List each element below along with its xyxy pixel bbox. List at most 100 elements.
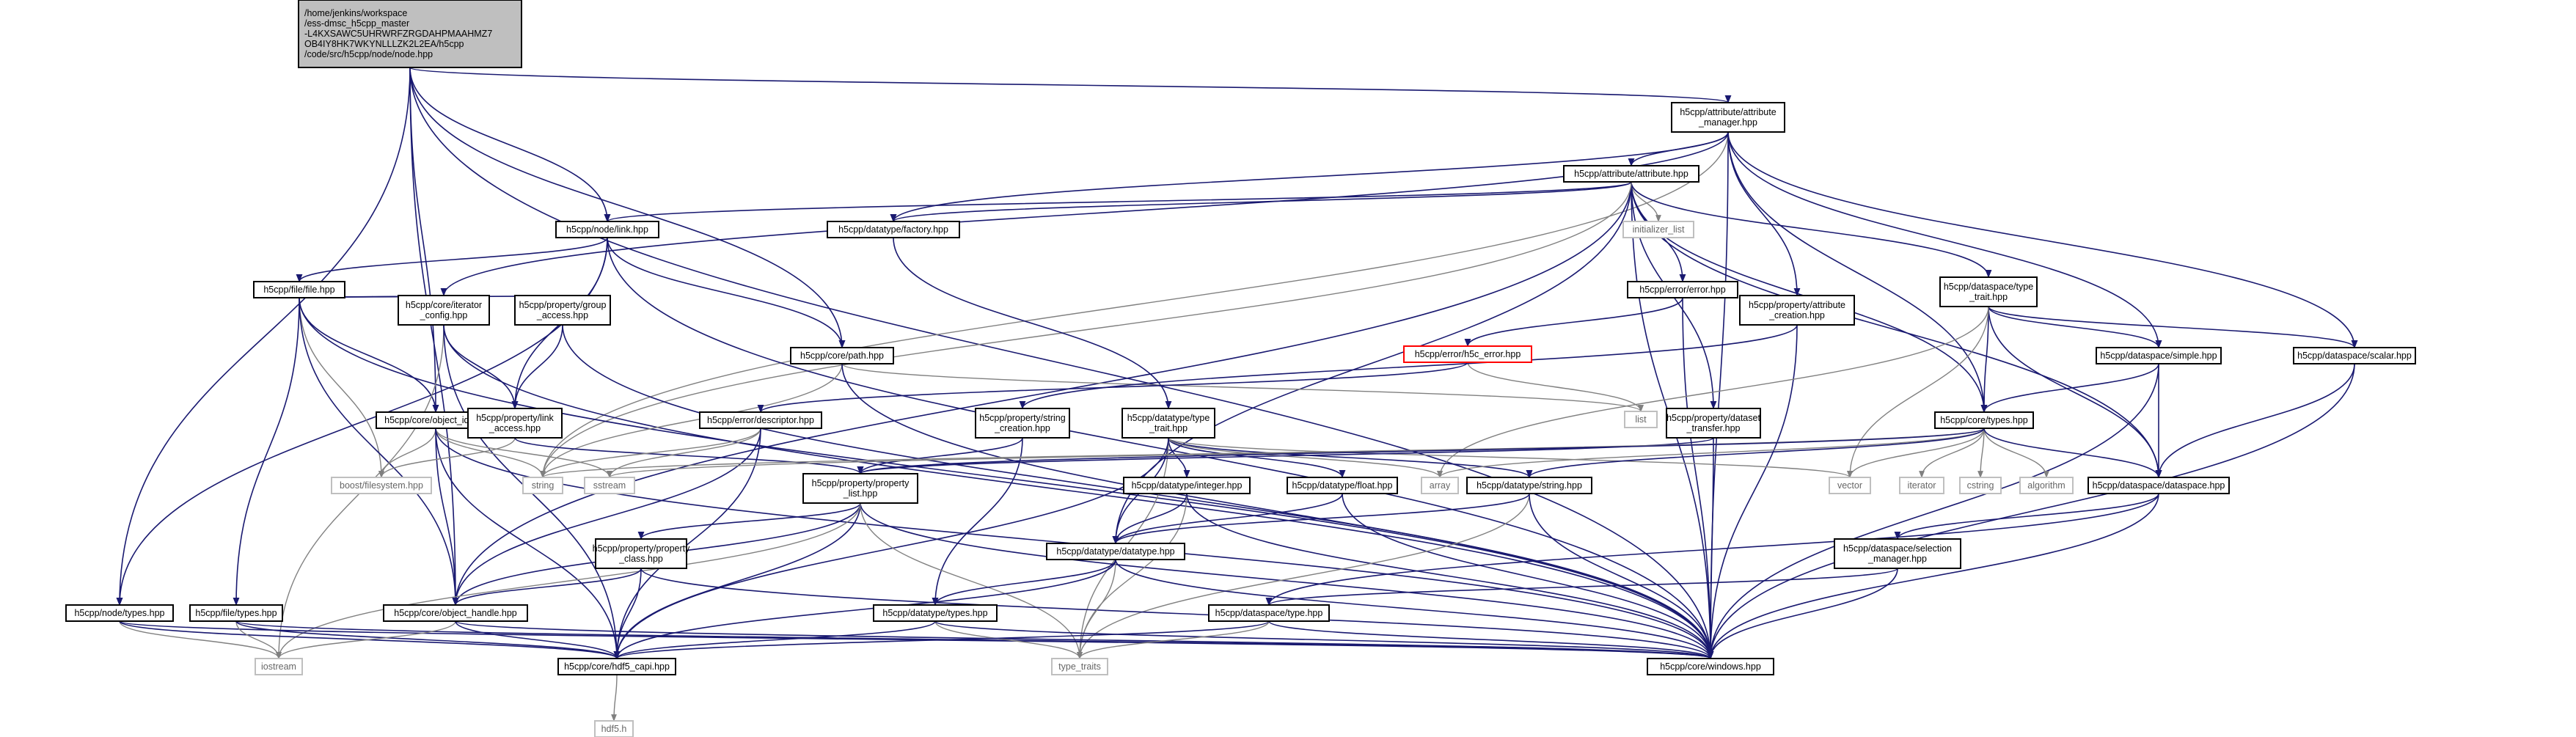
node-label: array <box>1430 480 1451 491</box>
edge-core_types-to-array <box>1437 428 1985 478</box>
node-label: _transfer.hpp <box>1686 423 1741 433</box>
node-array[interactable]: array <box>1421 477 1459 494</box>
node-file[interactable]: h5cpp/file/file.hpp <box>253 281 345 298</box>
node-node-types[interactable]: h5cpp/node/types.hpp <box>65 604 174 622</box>
node-attr-mgr[interactable]: h5cpp/attribute/attribute_manager.hpp <box>1671 102 1785 133</box>
node-descriptor[interactable]: h5cpp/error/descriptor.hpp <box>699 411 822 429</box>
edge-ds_type-to-type_traits <box>1077 620 1270 659</box>
node-hdf5-h[interactable]: hdf5.h <box>594 720 634 737</box>
node-label: h5cpp/file/types.hpp <box>195 608 277 618</box>
node-error[interactable]: h5cpp/error/error.hpp <box>1627 281 1738 298</box>
node-string-creation[interactable]: h5cpp/property/string_creation.hpp <box>975 408 1070 439</box>
edge-core_types-to-cstring <box>1977 428 1985 478</box>
edge-root-to-link <box>409 67 611 223</box>
node-object-handle[interactable]: h5cpp/core/object_handle.hpp <box>383 604 528 622</box>
node-label: /code/src/h5cpp/node/node.hpp <box>304 49 433 59</box>
node-dt-types[interactable]: h5cpp/datatype/types.hpp <box>873 604 998 622</box>
node-label: initializer_list <box>1633 224 1685 235</box>
edge-attr_mgr-to-ds_scalar <box>1727 131 2358 349</box>
edge-path-to-string <box>540 363 843 478</box>
node-object-id[interactable]: h5cpp/core/object_id.hpp <box>376 411 496 429</box>
node-boost-fs[interactable]: boost/filesystem.hpp <box>331 477 432 494</box>
node-iterator[interactable]: iterator <box>1899 477 1944 494</box>
node-box <box>1899 477 1944 494</box>
edge-dt_datatype-to-dt_types <box>932 559 1116 606</box>
node-label: string <box>532 480 555 491</box>
node-ds-dataspace[interactable]: h5cpp/dataspace/dataspace.hpp <box>2087 477 2230 494</box>
node-label: _class.hpp <box>618 554 663 564</box>
node-ds-simple[interactable]: h5cpp/dataspace/simple.hpp <box>2096 347 2222 364</box>
node-link[interactable]: h5cpp/node/link.hpp <box>555 221 659 238</box>
node-iter-cfg[interactable]: h5cpp/core/iterator_config.hpp <box>398 295 490 326</box>
node-factory[interactable]: h5cpp/datatype/factory.hpp <box>827 221 960 238</box>
edge-path-to-windows <box>841 363 1714 660</box>
node-property-class[interactable]: h5cpp/property/property_class.hpp <box>593 538 690 569</box>
node-group-access[interactable]: h5cpp/property/group_access.hpp <box>514 295 611 326</box>
node-iostream[interactable]: iostream <box>255 658 303 675</box>
node-cstring[interactable]: cstring <box>1959 477 2002 494</box>
node-label: h5cpp/datatype/string.hpp <box>1477 480 1582 491</box>
edge-error-to-h5c_error <box>1464 297 1683 348</box>
node-box <box>1647 658 1774 675</box>
edge-factory-to-dt_type_trait <box>893 237 1172 410</box>
node-dt-type-trait[interactable]: h5cpp/datatype/type_trait.hpp <box>1121 408 1215 439</box>
edge-iter_cfg-to-windows <box>443 324 1714 660</box>
node-attr-creation[interactable]: h5cpp/property/attribute_creation.hpp <box>1739 295 1855 326</box>
node-init-list[interactable]: initializer_list <box>1622 221 1694 238</box>
node-root[interactable]: /home/jenkins/workspace/ess-dmsc_h5cpp_m… <box>298 0 522 68</box>
node-link-access[interactable]: h5cpp/property/link_access.hpp <box>467 408 563 439</box>
node-dt-string[interactable]: h5cpp/datatype/string.hpp <box>1466 477 1592 494</box>
node-label: h5cpp/datatype/types.hpp <box>882 608 987 618</box>
node-dt-float[interactable]: h5cpp/datatype/float.hpp <box>1287 477 1398 494</box>
node-label: h5cpp/datatype/factory.hpp <box>838 224 948 235</box>
node-hdf5-capi[interactable]: h5cpp/core/hdf5_capi.hpp <box>557 658 676 675</box>
node-algorithm[interactable]: algorithm <box>2019 477 2074 494</box>
edge-selection_mgr-to-windows <box>1707 568 1898 660</box>
edge-dt_string-to-type_traits <box>1077 493 1530 659</box>
node-label: h5cpp/error/descriptor.hpp <box>707 415 814 425</box>
node-property-list[interactable]: h5cpp/property/property_list.hpp <box>802 473 918 504</box>
node-box <box>189 604 283 622</box>
edge-node_types-to-iostream <box>119 620 282 659</box>
edge-core_types-to-algorithm <box>1983 428 2049 478</box>
node-attr[interactable]: h5cpp/attribute/attribute.hpp <box>1563 165 1699 183</box>
node-string[interactable]: string <box>522 477 563 494</box>
edge-descriptor-to-sstream <box>607 428 761 478</box>
node-dt-integer[interactable]: h5cpp/datatype/integer.hpp <box>1123 477 1251 494</box>
edge-ds_type_trait-to-vector <box>1847 306 1989 478</box>
edge-attr_mgr-to-ds_simple <box>1727 131 2162 349</box>
node-ds-type[interactable]: h5cpp/dataspace/type.hpp <box>1208 604 1330 622</box>
node-selection-mgr[interactable]: h5cpp/dataspace/selection_manager.hpp <box>1834 538 1961 569</box>
node-windows[interactable]: h5cpp/core/windows.hpp <box>1647 658 1774 675</box>
node-list[interactable]: list <box>1624 411 1658 428</box>
edge-string_creation-to-property_list <box>857 437 1023 475</box>
node-ds-scalar[interactable]: h5cpp/dataspace/scalar.hpp <box>2293 347 2416 364</box>
node-box <box>298 0 522 68</box>
edge-dt_string-to-windows <box>1529 493 1714 660</box>
edge-attr-to-object_handle <box>452 181 1632 606</box>
node-box <box>65 604 174 622</box>
node-h5c-error[interactable]: h5cpp/error/h5c_error.hpp <box>1403 345 1532 363</box>
node-box <box>1627 281 1738 298</box>
node-label: h5cpp/dataspace/type <box>1944 282 2033 292</box>
edge-dt_datatype-to-windows <box>1115 559 1714 660</box>
node-file-types[interactable]: h5cpp/file/types.hpp <box>189 604 283 622</box>
node-label: h5cpp/datatype/integer.hpp <box>1132 480 1243 491</box>
node-dt-datatype[interactable]: h5cpp/datatype/datatype.hpp <box>1046 543 1185 560</box>
node-type-traits[interactable]: type_traits <box>1051 658 1108 675</box>
edge-link_access-to-boost_fs <box>378 437 516 478</box>
node-sstream[interactable]: sstream <box>584 477 635 494</box>
node-ds-type-trait[interactable]: h5cpp/dataspace/type_trait.hpp <box>1939 276 2038 307</box>
edge-ds_type_trait-to-ds_simple <box>1988 306 2162 349</box>
dependency-nodes: /home/jenkins/workspace/ess-dmsc_h5cpp_m… <box>65 0 2416 737</box>
node-label: _manager.hpp <box>1698 117 1757 128</box>
node-vector[interactable]: vector <box>1829 477 1871 494</box>
node-path[interactable]: h5cpp/core/path.hpp <box>790 347 894 364</box>
node-core-types[interactable]: h5cpp/core/types.hpp <box>1934 411 2034 429</box>
node-box <box>1959 477 2002 494</box>
node-box <box>1939 276 2038 307</box>
node-box <box>557 658 676 675</box>
node-label: vector <box>1837 480 1862 491</box>
edge-link_access-to-property_list <box>514 437 864 475</box>
node-dataset-transfer[interactable]: h5cpp/property/dataset_transfer.hpp <box>1666 408 1761 439</box>
